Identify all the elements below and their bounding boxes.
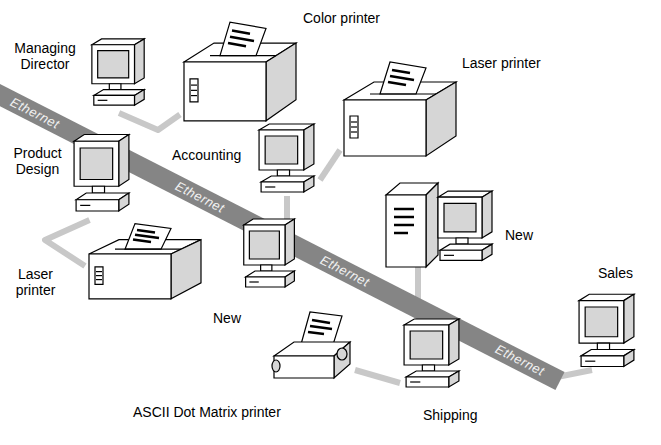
computer-node: Sales — [575, 290, 640, 375]
computer-icon — [88, 35, 150, 113]
device-label: Color printer — [303, 10, 403, 26]
computer-icon — [400, 315, 465, 395]
computer-node: Accounting — [255, 120, 320, 200]
printer-icon — [85, 222, 205, 302]
device-label: Sales — [598, 265, 648, 281]
printer-node: Laser printer — [85, 222, 205, 302]
ethernet-band — [0, 90, 560, 381]
device-label: New — [505, 227, 545, 243]
computer-icon — [575, 290, 640, 375]
device-label: Laser printer — [462, 55, 562, 71]
network-cable — [45, 220, 90, 266]
printer-icon — [340, 60, 460, 160]
device-label: Product Design — [5, 145, 70, 177]
computer-node: New — [240, 215, 300, 295]
device-label: Accounting — [172, 147, 252, 163]
printer-node: ASCII Dot Matrix printer — [270, 310, 355, 385]
computer-node: Shipping — [400, 315, 465, 395]
device-label: Shipping — [423, 407, 493, 423]
network-cable — [355, 370, 400, 383]
server-icon — [380, 175, 500, 270]
device-label: Laser printer — [8, 266, 63, 298]
computer-node: Managing Director — [88, 35, 150, 113]
dot-matrix-printer-icon — [270, 310, 355, 385]
printer-node: Color printer — [180, 20, 300, 125]
device-label: Managing Director — [5, 40, 85, 72]
computer-icon — [255, 120, 320, 200]
server-node: New — [380, 175, 500, 270]
network-cable — [320, 150, 340, 180]
computer-icon — [240, 215, 300, 295]
network-cable — [119, 113, 180, 130]
device-label: New — [213, 310, 253, 326]
computer-node: Product Design — [70, 130, 135, 220]
printer-node: Laser printer — [340, 60, 460, 160]
computer-icon — [70, 130, 135, 220]
device-label: ASCII Dot Matrix printer — [133, 404, 323, 420]
printer-icon — [180, 20, 300, 125]
